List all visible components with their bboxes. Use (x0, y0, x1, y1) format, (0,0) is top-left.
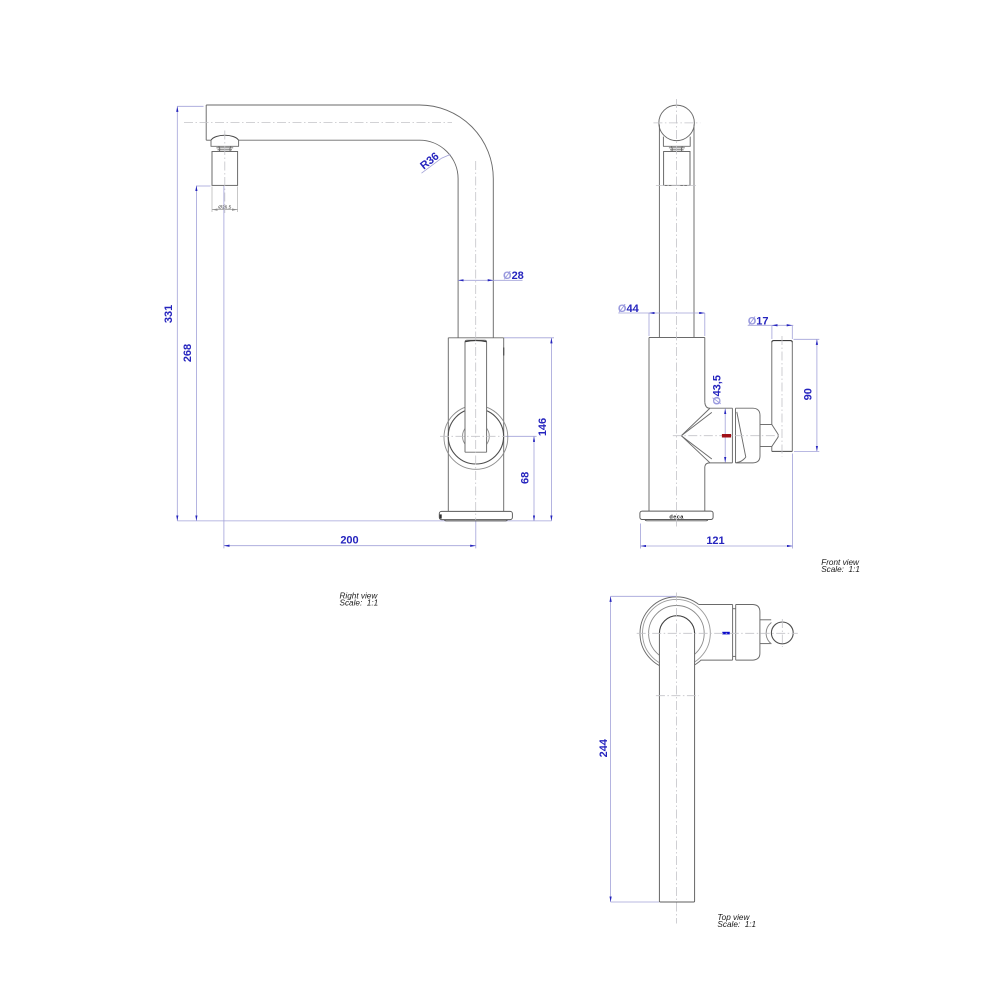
svg-text:Ø28: Ø28 (503, 270, 524, 282)
svg-text:68: 68 (519, 472, 531, 484)
svg-text:146: 146 (537, 418, 549, 436)
svg-text:deca: deca (669, 514, 684, 520)
svg-text:Scale: 1:1: Scale: 1:1 (340, 599, 379, 608)
svg-text:R36: R36 (418, 150, 441, 172)
svg-text:90: 90 (802, 388, 814, 400)
svg-text:Scale: 1:1: Scale: 1:1 (717, 920, 756, 929)
svg-text:200: 200 (340, 534, 358, 546)
svg-text:244: 244 (598, 738, 610, 757)
svg-text:Ø44: Ø44 (618, 303, 640, 315)
svg-text:Ø17: Ø17 (748, 316, 769, 328)
svg-text:Right view: Right view (340, 591, 379, 600)
svg-text:Top view: Top view (717, 913, 750, 922)
svg-text:Ø43,5: Ø43,5 (712, 375, 724, 405)
svg-text:331: 331 (163, 305, 175, 323)
svg-text:121: 121 (706, 535, 724, 547)
svg-text:Scale: 1:1: Scale: 1:1 (821, 565, 860, 574)
svg-text:Ø26,5: Ø26,5 (218, 204, 231, 210)
svg-text:Front view: Front view (821, 558, 860, 567)
svg-text:268: 268 (182, 344, 194, 362)
